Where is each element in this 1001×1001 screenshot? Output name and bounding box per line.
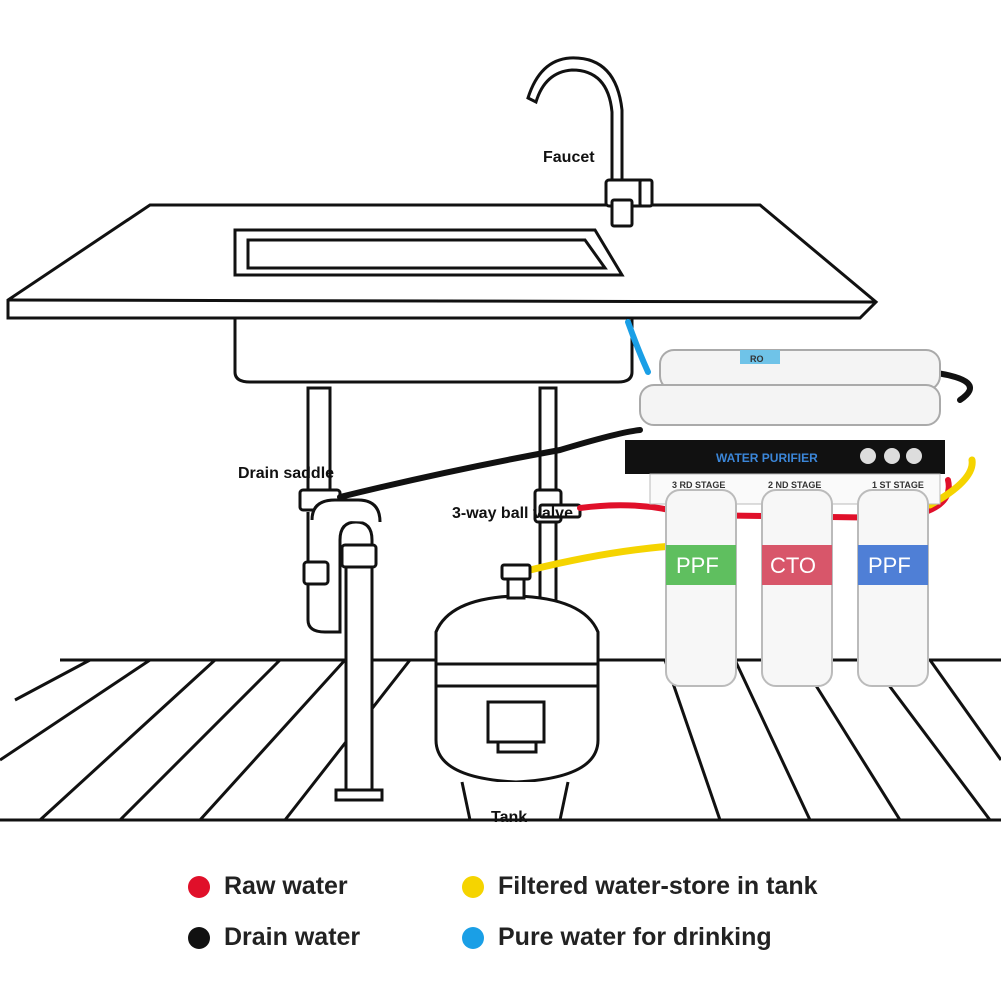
legend-item-pure-water: Pure water for drinking (462, 923, 772, 952)
cartridge-stage: 3 RD STAGE (672, 480, 725, 490)
legend-item-filtered-water: Filtered water-store in tank (462, 872, 818, 901)
legend-label: Filtered water-store in tank (498, 872, 818, 901)
legend-label: Drain water (224, 923, 360, 952)
yellow-dot-icon (462, 876, 484, 898)
purifier-panel-title: WATER PURIFIER (716, 451, 818, 465)
faucet-label: Faucet (543, 149, 595, 166)
indicator-icon-3 (906, 448, 922, 464)
legend-item-raw-water: Raw water (188, 872, 348, 901)
red-dot-icon (188, 876, 210, 898)
tank-label: Tank (491, 809, 527, 826)
cartridge-stage: 2 ND STAGE (768, 480, 821, 490)
black-dot-icon (188, 927, 210, 949)
legend-label: Raw water (224, 872, 348, 901)
water-purifier-unit: RO WATER PURIFIER 3 RD STAGE PPF 2 ND ST… (625, 350, 945, 686)
filter-cartridge-2: 2 ND STAGE CTO (762, 480, 832, 686)
legend-item-drain-water: Drain water (188, 923, 360, 952)
cartridge-stage: 1 ST STAGE (872, 480, 924, 490)
legend-label: Pure water for drinking (498, 923, 772, 952)
sink-bowl (235, 318, 632, 382)
faucet (528, 58, 652, 226)
blue-dot-icon (462, 927, 484, 949)
cartridge-name: PPF (868, 553, 911, 578)
cartridge-name: PPF (676, 553, 719, 578)
drain-water-line (340, 430, 640, 497)
storage-tank (436, 565, 598, 820)
indicator-icon-2 (884, 448, 900, 464)
top-cartridges (640, 350, 940, 425)
countertop (8, 205, 876, 318)
cartridge-name: CTO (770, 553, 816, 578)
ro-label: RO (750, 354, 764, 364)
color-legend: Raw water Filtered water-store in tank D… (0, 860, 1001, 980)
filter-cartridge-1: 3 RD STAGE PPF (666, 480, 736, 686)
drain-saddle-label: Drain saddle (238, 465, 334, 482)
indicator-icon-1 (860, 448, 876, 464)
ball-valve-label: 3-way ball valve (452, 505, 573, 522)
filter-cartridge-3: 1 ST STAGE PPF (858, 480, 928, 686)
